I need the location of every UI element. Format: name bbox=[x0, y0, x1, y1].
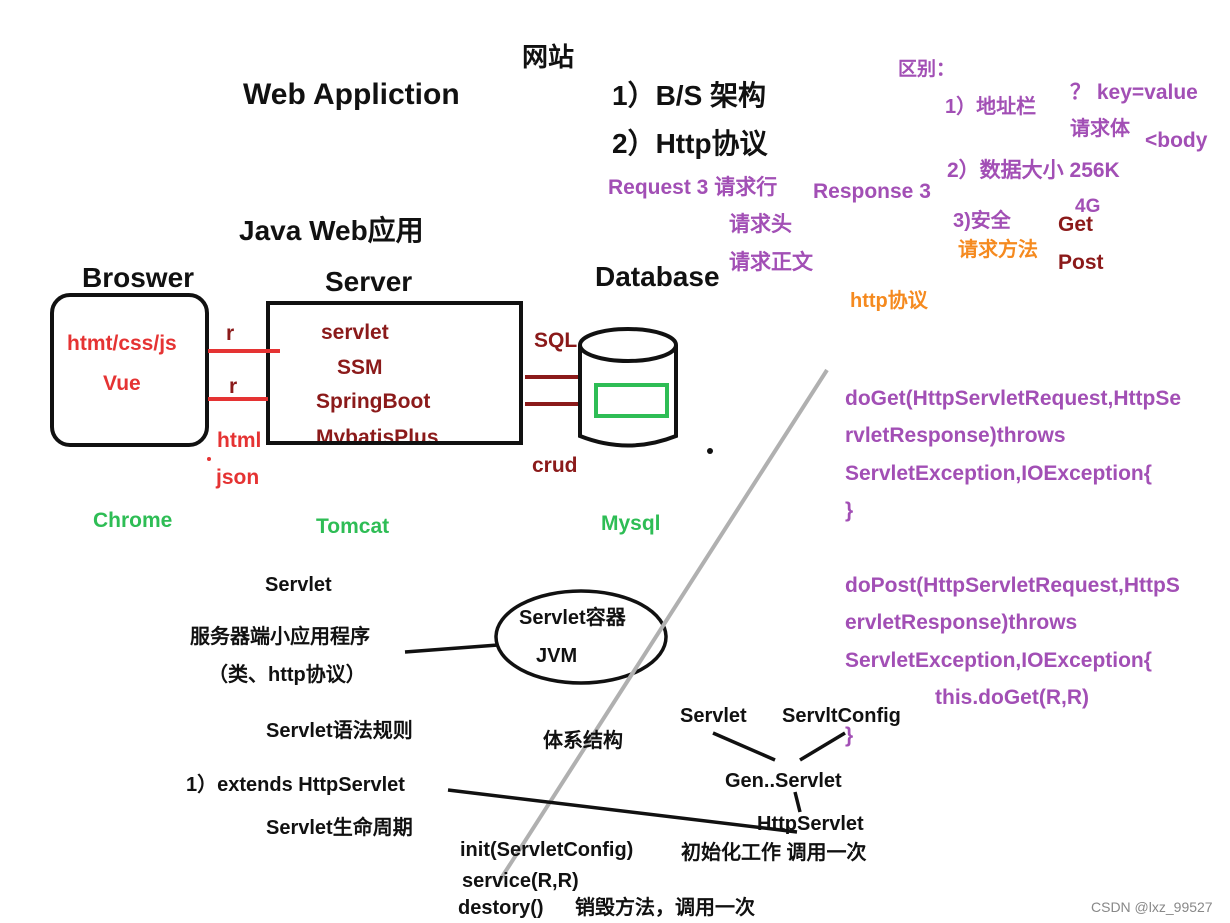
method-get: Get bbox=[1058, 213, 1094, 236]
dopost-line-4: this.doGet(R,R) bbox=[935, 686, 1089, 709]
request-body: 请求正文 bbox=[729, 251, 813, 274]
diff-size: 2）数据大小 256K bbox=[947, 159, 1120, 182]
lifecycle-service: service(R,R) bbox=[462, 870, 579, 892]
java-web-title: Java Web应用 bbox=[239, 215, 424, 246]
bs-architecture: 1）B/S 架构 bbox=[612, 80, 767, 111]
lifecycle-init-desc: 初始化工作 调用一次 bbox=[681, 842, 867, 864]
dot bbox=[707, 448, 713, 454]
doget-line-2: rvletResponse)throws bbox=[845, 424, 1066, 447]
dopost-line-2: ervletResponse)throws bbox=[845, 611, 1078, 634]
lifecycle-destroy: destory() bbox=[458, 897, 544, 919]
method-post: Post bbox=[1058, 251, 1104, 274]
response-label: Response 3 bbox=[813, 180, 931, 203]
lifecycle-init: init(ServletConfig) bbox=[460, 839, 634, 861]
hierarchy-line-generic bbox=[793, 791, 802, 813]
connector-r2: r bbox=[229, 375, 238, 398]
desc-to-container-line bbox=[404, 643, 499, 654]
dopost-line-5: } bbox=[845, 724, 854, 747]
servlet-extends: 1）extends HttpServlet bbox=[186, 774, 405, 796]
server-item-springboot: SpringBoot bbox=[316, 390, 431, 413]
differences-title: 区别： bbox=[898, 59, 956, 80]
request-methods: 请求方法 bbox=[958, 239, 1038, 261]
doget-line-1: doGet(HttpServletRequest,HttpSe bbox=[845, 387, 1182, 410]
browser-box bbox=[50, 293, 209, 447]
hierarchy-http: HttpServlet bbox=[757, 813, 864, 835]
doget-line-3: ServletException,IOException{ bbox=[845, 462, 1152, 485]
connector-html: html bbox=[217, 429, 262, 452]
database-name: Mysql bbox=[601, 512, 661, 535]
servlet-container-ellipse bbox=[494, 589, 668, 685]
hierarchy-generic: Gen..Servlet bbox=[725, 770, 842, 792]
website-title: 网站 bbox=[522, 42, 575, 72]
servlet-lifecycle: Servlet生命周期 bbox=[266, 817, 413, 839]
jvm-label: JVM bbox=[536, 645, 578, 667]
database-cylinder bbox=[578, 327, 678, 448]
web-app-title: Web Appliction bbox=[243, 78, 460, 111]
server-label: Server bbox=[325, 266, 413, 297]
connector-crud: crud bbox=[532, 454, 578, 477]
extends-line bbox=[447, 788, 798, 834]
diff-address-value: ？ key=value bbox=[1070, 81, 1198, 104]
watermark: CSDN @lxz_99527 bbox=[1091, 899, 1213, 915]
servlet-container: Servlet容器 bbox=[519, 607, 626, 629]
request-header: 请求头 bbox=[729, 213, 792, 236]
server-name: Tomcat bbox=[316, 515, 390, 538]
server-item-ssm: SSM bbox=[337, 356, 383, 379]
hierarchy-servlet: Servlet bbox=[680, 705, 747, 727]
architecture-label: 体系结构 bbox=[543, 730, 623, 752]
request-line: Request 3 请求行 bbox=[608, 176, 778, 199]
divider-line bbox=[498, 368, 829, 882]
browser-label: Broswer bbox=[82, 262, 195, 293]
diff-security: 3)安全 bbox=[953, 210, 1011, 232]
database-label: Database bbox=[595, 261, 720, 292]
hierarchy-config: ServltConfig bbox=[782, 705, 901, 727]
server-item-mybatisplus: MybatisPlus bbox=[316, 426, 439, 441]
server-box bbox=[266, 301, 523, 445]
server-item-clip: MybatisPlus bbox=[270, 424, 520, 441]
diff-body: 请求体 bbox=[1070, 118, 1130, 140]
diff-body-tag: <body bbox=[1145, 129, 1208, 152]
browser-name: Chrome bbox=[93, 509, 173, 532]
http-protocol-note: http协议 bbox=[850, 290, 928, 312]
servlet-desc-2: （类、http协议） bbox=[208, 664, 366, 686]
browser-tech: htmt/css/js bbox=[67, 332, 177, 355]
servlet-title: Servlet bbox=[265, 574, 332, 596]
connector-r1: r bbox=[226, 322, 235, 345]
browser-vue: Vue bbox=[103, 372, 141, 395]
dot-red bbox=[207, 457, 211, 461]
http-protocol: 2）Http协议 bbox=[612, 128, 768, 159]
servlet-desc: 服务器端小应用程序 bbox=[190, 626, 370, 648]
dopost-line-3: ServletException,IOException{ bbox=[845, 649, 1152, 672]
server-item-servlet: servlet bbox=[321, 321, 389, 344]
diff-size-value: 4G bbox=[1075, 196, 1101, 217]
doget-line-4: } bbox=[845, 499, 854, 522]
connector-json: json bbox=[216, 466, 260, 489]
hierarchy-line-config bbox=[799, 731, 846, 762]
lifecycle-destroy-desc: 销毁方法，调用一次 bbox=[575, 897, 755, 919]
servlet-syntax: Servlet语法规则 bbox=[266, 720, 413, 742]
hierarchy-line-servlet bbox=[712, 731, 776, 762]
dopost-line-1: doPost(HttpServletRequest,HttpS bbox=[845, 574, 1180, 597]
connector-sql: SQL bbox=[534, 329, 578, 352]
diff-address: 1）地址栏 bbox=[945, 96, 1037, 118]
